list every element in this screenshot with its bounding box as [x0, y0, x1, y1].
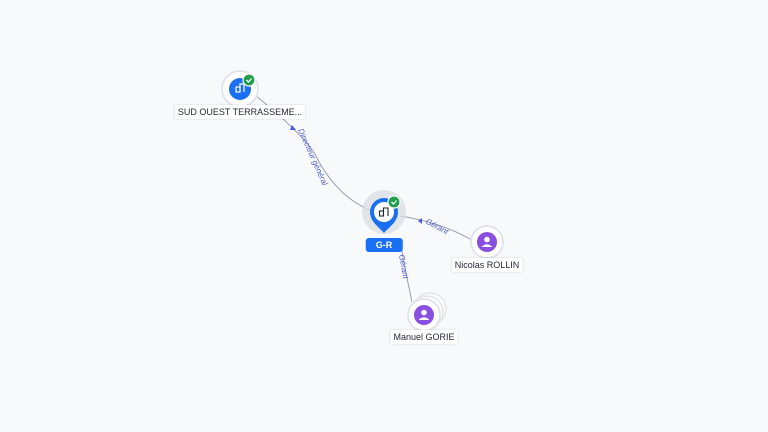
node-label-person-right[interactable]: Nicolas ROLLIN [451, 258, 523, 272]
edge-right [399, 215, 473, 241]
node-center[interactable] [362, 190, 406, 234]
node-person-bottom[interactable] [407, 292, 447, 332]
check-badge-icon [387, 195, 401, 209]
check-badge-icon [242, 73, 256, 87]
building-icon [235, 83, 245, 93]
node-person-right[interactable] [470, 225, 504, 259]
edge-label-right: Gérant [424, 217, 451, 237]
node-label-center[interactable]: G-R [365, 238, 403, 252]
arrow-right [418, 218, 422, 224]
person-icon [418, 309, 430, 320]
node-company-top[interactable] [221, 70, 259, 108]
node-label-person-bottom[interactable]: Manuel GORIE [390, 330, 458, 344]
node-label-company-top[interactable]: SUD OUEST TERRASSEME... [174, 105, 306, 119]
edge-label-bottom: Gérant [397, 254, 410, 280]
person-icon [481, 236, 493, 247]
building-icon [378, 207, 389, 217]
arrow-top [290, 125, 296, 130]
edge-label-top: Directeur général [296, 127, 329, 187]
